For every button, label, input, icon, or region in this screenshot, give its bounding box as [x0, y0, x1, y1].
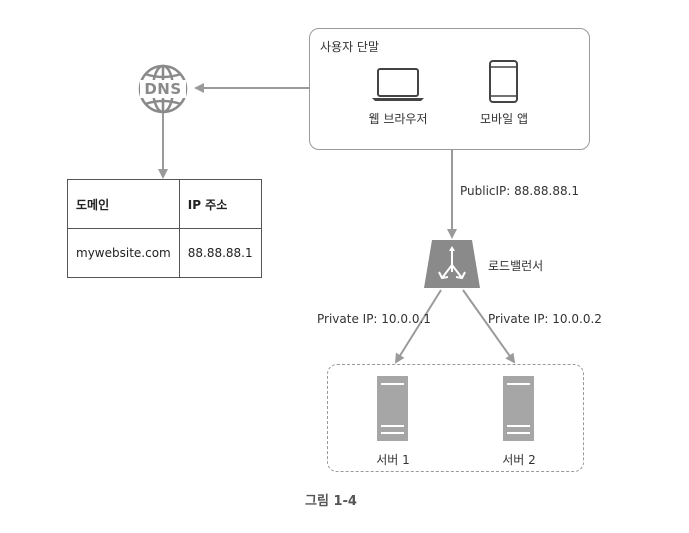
table-header-row: 도메인 IP 주소 — [67, 179, 262, 229]
private-ip-2-label: Private IP: 10.0.0.2 — [488, 312, 602, 326]
dns-label: DNS — [144, 80, 182, 98]
dns-globe-icon — [138, 64, 188, 114]
web-browser-label: 웹 브라우저 — [368, 112, 428, 126]
table-header-domain: 도메인 — [67, 179, 180, 229]
laptop-icon — [372, 68, 424, 101]
client-group-title: 사용자 단말 — [320, 40, 380, 54]
table-cell-ip: 88.88.88.1 — [178, 228, 262, 278]
server-1-icon — [377, 376, 408, 441]
phone-icon — [489, 60, 518, 103]
mobile-app-label: 모바일 앱 — [480, 112, 528, 126]
table-header-ip: IP 주소 — [178, 179, 262, 229]
figure-caption: 그림 1-4 — [305, 494, 357, 509]
server-1-label: 서버 1 — [376, 453, 410, 467]
table-row: mywebsite.com 88.88.88.1 — [67, 228, 262, 278]
client-group — [309, 28, 590, 150]
public-ip-label: PublicIP: 88.88.88.1 — [460, 184, 580, 198]
dns-table: 도메인 IP 주소 mywebsite.com 88.88.88.1 — [67, 179, 262, 278]
table-cell-domain: mywebsite.com — [67, 228, 180, 278]
server-2-label: 서버 2 — [502, 453, 536, 467]
server-2-icon — [503, 376, 534, 441]
private-ip-1-label: Private IP: 10.0.0.1 — [317, 312, 431, 326]
lb-to-server1-arrow — [394, 289, 442, 364]
load-balancer-icon — [424, 240, 480, 288]
load-balancer-label: 로드밸런서 — [488, 259, 544, 273]
server-group — [327, 364, 584, 472]
lb-to-server2-arrow — [462, 289, 516, 364]
